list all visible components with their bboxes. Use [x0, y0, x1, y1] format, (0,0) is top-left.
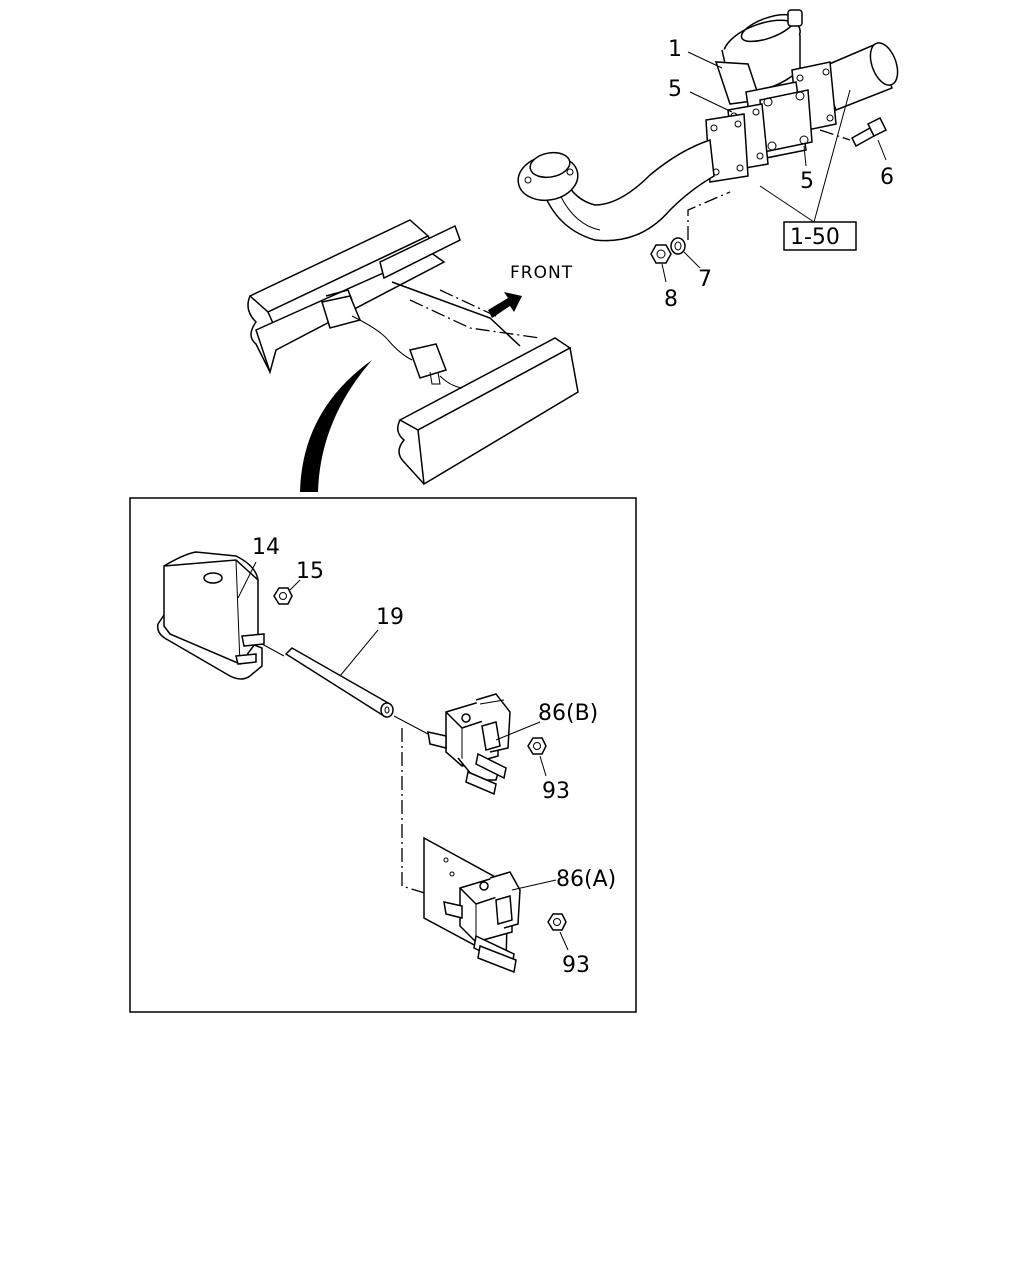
detail-box	[129, 497, 637, 1013]
nut-part-8	[650, 244, 672, 264]
label-part-5-lower[interactable]: 5	[800, 169, 814, 194]
label-part-86a[interactable]: 86(A)	[556, 867, 616, 892]
nut-part-15	[273, 587, 293, 605]
washer-part-7	[670, 237, 686, 255]
label-part-14[interactable]: 14	[252, 535, 280, 560]
valve-part-86b	[427, 693, 511, 796]
label-part-93-lower[interactable]: 93	[562, 953, 590, 978]
label-part-19[interactable]: 19	[376, 605, 404, 630]
front-arrow-icon	[488, 292, 522, 318]
callout-labels: 1 5 5 6 7 8 1-50 FRONT 14 15 19 86(B) 93…	[252, 37, 894, 978]
valve-part-86a	[423, 836, 521, 974]
label-front: FRONT	[510, 263, 573, 283]
nut-part-93-lower	[547, 913, 567, 931]
detail-pointer-arrow	[300, 360, 372, 492]
label-part-5-upper[interactable]: 5	[668, 77, 682, 102]
label-part-7[interactable]: 7	[698, 267, 712, 292]
exhaust-brake-assembly	[517, 9, 899, 283]
label-ref-1-50[interactable]: 1-50	[790, 225, 840, 250]
label-part-15[interactable]: 15	[296, 559, 324, 584]
label-part-1[interactable]: 1	[668, 37, 682, 62]
tank-part-14	[156, 551, 265, 680]
bolt-part-6	[819, 116, 888, 148]
hose-part-19	[261, 643, 394, 718]
reference-box-1-50[interactable]	[783, 221, 857, 251]
label-part-8[interactable]: 8	[664, 287, 678, 312]
label-part-86b[interactable]: 86(B)	[538, 701, 598, 726]
nut-part-93-upper	[527, 737, 547, 755]
inlet-pipe	[517, 138, 715, 242]
label-part-93-upper[interactable]: 93	[542, 779, 570, 804]
outlet-pipe	[819, 42, 899, 111]
label-part-6[interactable]: 6	[880, 165, 894, 190]
flange-stack	[705, 61, 837, 183]
chassis-frame	[247, 219, 579, 492]
